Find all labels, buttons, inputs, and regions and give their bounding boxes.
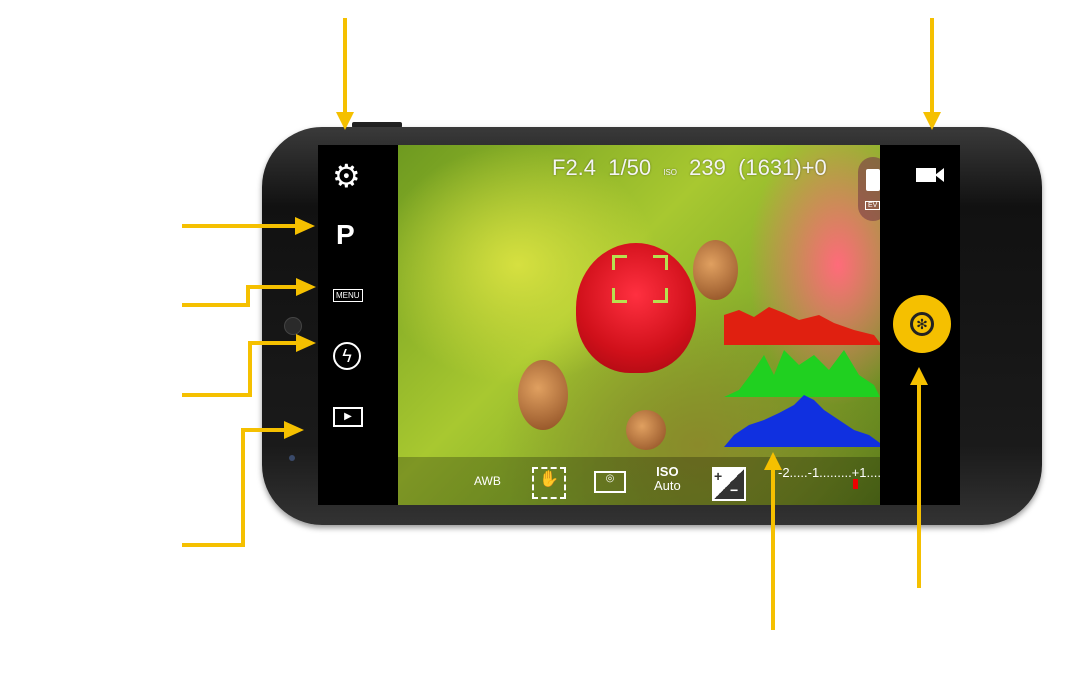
iso-button[interactable]: ISO Auto <box>654 465 681 493</box>
ev-scale[interactable]: -2.....-1.........+1.....+2 <box>778 465 880 480</box>
exposure-status: F2.4 1/50 ISO 239 (1631)+0 <box>552 155 827 181</box>
camera-preview[interactable]: F2.4 1/50 ISO 239 (1631)+0 EV AWB ✋ ◎ I <box>398 145 880 505</box>
ev-badge: EV <box>865 201 880 210</box>
histogram-red <box>724 307 880 345</box>
exposure-compensation-icon[interactable]: +− <box>712 467 746 501</box>
phone-speaker <box>284 317 302 335</box>
iso-value: 239 <box>689 155 726 180</box>
camera-screen: ⚙ P MENU ϟ ▶ F2.4 1/50 ISO 239 (1631)+0 … <box>318 145 960 505</box>
settings-gear-icon[interactable]: ⚙ <box>332 158 361 194</box>
phone-front-camera <box>289 455 295 461</box>
shots-remaining: (1631)+0 <box>738 155 827 180</box>
battery-panel: EV <box>858 157 880 221</box>
metering-icon[interactable]: ◎ <box>594 471 626 493</box>
right-toolbar: ✻ <box>880 145 960 505</box>
ev-indicator <box>853 479 858 489</box>
battery-icon <box>866 169 880 191</box>
menu-button[interactable]: MENU <box>333 289 363 302</box>
video-camera-icon-lens <box>935 168 944 182</box>
histogram-green <box>724 350 880 397</box>
bottom-controls: AWB ✋ ◎ ISO Auto +− -2.....-1.........+1… <box>398 457 880 505</box>
awb-button[interactable]: AWB <box>474 474 501 488</box>
shutter-button[interactable]: ✻ <box>893 295 951 353</box>
flash-off-icon[interactable]: ϟ <box>333 342 361 370</box>
mode-button[interactable]: P <box>336 219 355 250</box>
histogram <box>724 307 880 447</box>
shutter-value: 1/50 <box>608 155 652 180</box>
rose-subject <box>576 243 696 373</box>
video-camera-icon[interactable] <box>916 168 936 182</box>
iso-button-label: ISO <box>656 464 679 479</box>
histogram-blue <box>724 395 880 447</box>
iso-label: ISO <box>663 168 677 177</box>
iso-button-value: Auto <box>654 478 681 493</box>
phone-top-button <box>352 122 402 128</box>
gallery-play-icon[interactable]: ▶ <box>333 407 363 427</box>
aperture-icon: ✻ <box>910 312 934 336</box>
focus-mode-icon[interactable]: ✋ <box>532 467 566 499</box>
aperture-value: F2.4 <box>552 155 597 180</box>
left-toolbar: ⚙ P MENU ϟ ▶ <box>318 145 398 505</box>
focus-frame[interactable] <box>612 255 668 303</box>
